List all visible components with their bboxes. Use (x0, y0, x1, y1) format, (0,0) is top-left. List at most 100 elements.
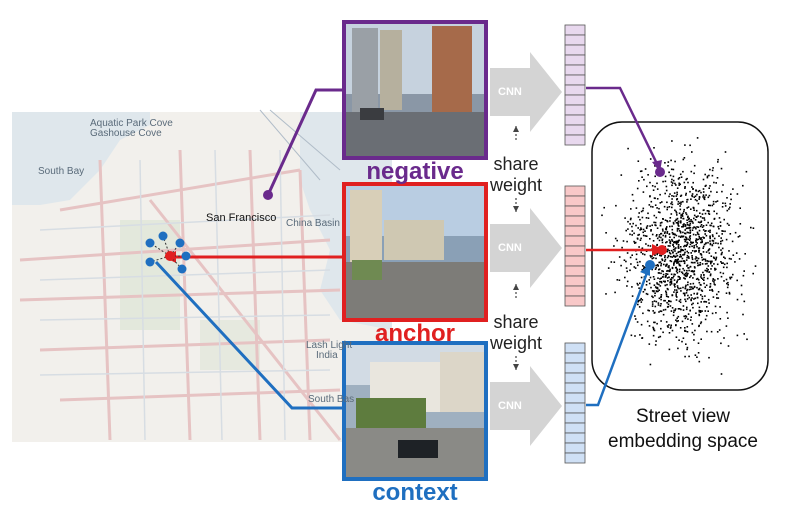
embedding-point (659, 222, 662, 224)
embedding-point (688, 227, 690, 230)
embedding-point (635, 207, 638, 209)
embedding-point (640, 210, 643, 213)
embedding-point (685, 245, 687, 247)
embedding-point (691, 186, 693, 188)
embedding-point (651, 301, 654, 303)
embedding-point (681, 215, 684, 217)
embedding-point (709, 274, 712, 277)
embedding-point (630, 263, 632, 265)
embedding-point (706, 330, 708, 333)
embedding-point (679, 287, 682, 290)
embedding-point (723, 256, 725, 258)
embedding-point (689, 319, 692, 321)
embedding-point (706, 306, 708, 308)
vector-cell (564, 235, 586, 247)
embedding-point (723, 280, 725, 282)
embedding-point (727, 284, 729, 286)
embedding-point (666, 256, 669, 259)
embedding-point (666, 277, 669, 279)
embedding-point (679, 298, 682, 301)
embedding-point (721, 206, 724, 208)
embedding-point (654, 305, 657, 308)
vector-cell (564, 195, 586, 207)
embedding-point (671, 203, 674, 206)
embedding-point (676, 317, 678, 320)
embedding-point (668, 332, 671, 334)
embedding-point (625, 229, 627, 232)
embedding-point (684, 317, 687, 320)
embedding-point (677, 247, 680, 249)
embedding-point (713, 181, 715, 184)
embedding-point (695, 234, 697, 236)
embedding-point (692, 188, 694, 190)
embedding-point (687, 231, 690, 234)
embedding-point (690, 288, 692, 290)
embedding-point (623, 259, 626, 261)
embedding-point (738, 258, 741, 260)
embedding-point (708, 210, 710, 213)
embedding-point (677, 221, 679, 224)
embedding-point (675, 324, 677, 327)
embedding-point (667, 269, 669, 272)
embedding-point (690, 241, 692, 243)
embedding-point (657, 302, 660, 304)
embedding-point (664, 162, 666, 164)
embedding-point (725, 292, 728, 294)
embedding-point (614, 237, 617, 240)
embedding-point (720, 240, 722, 243)
embedding-point (704, 310, 707, 312)
embedding-point (723, 337, 725, 339)
embedding-point (669, 241, 671, 244)
embedding-point (672, 175, 675, 178)
embedding-point (746, 338, 748, 341)
embedding-point (669, 225, 671, 228)
embedding-point (626, 285, 628, 287)
image-negative (342, 20, 488, 160)
embedding-point (709, 236, 711, 238)
embedding-point (664, 180, 667, 183)
embedding-point (676, 214, 678, 216)
embedding-point (629, 218, 632, 221)
embedding-point (668, 265, 670, 267)
embedding-point (668, 195, 670, 198)
embedding-point (680, 176, 683, 178)
embedding-point (671, 277, 673, 279)
embedding-point (697, 352, 700, 354)
embedding-point (743, 270, 745, 272)
embedding-point (729, 206, 731, 209)
embedding-point (656, 286, 659, 289)
embedding-point (662, 313, 665, 316)
embedding-point (678, 308, 681, 310)
embedding-point (713, 237, 716, 240)
embedding-point (698, 311, 701, 313)
embedding-point (659, 280, 661, 283)
map-label-south-bas: South Bas (308, 394, 355, 405)
embedding-point (689, 229, 691, 231)
embedding-point (665, 290, 667, 293)
embedding-point (686, 275, 688, 277)
embedding-point (653, 329, 656, 332)
embedding-point (603, 206, 605, 209)
embedding-point (684, 287, 686, 290)
embedding-point (627, 220, 629, 223)
embedding-point (700, 338, 702, 340)
embedding-point (671, 225, 673, 228)
embedding-point (654, 165, 656, 167)
embedding-point (703, 197, 705, 200)
embedding-point (657, 336, 660, 339)
embedding-point (700, 224, 703, 226)
embedding-point (677, 251, 679, 254)
embedding-point (712, 203, 715, 205)
embedding-point (673, 262, 675, 264)
embedding-point (661, 221, 663, 224)
embedding-point (680, 220, 682, 222)
embedding-point (688, 296, 691, 299)
embedding-point (750, 226, 752, 229)
embedding-point (662, 331, 664, 334)
embedding-point (673, 255, 675, 257)
embedding-point (698, 306, 701, 309)
embedding-point (682, 305, 685, 307)
embedding-point (677, 275, 680, 278)
embedding-point (707, 310, 709, 312)
embedding-point (682, 225, 684, 228)
